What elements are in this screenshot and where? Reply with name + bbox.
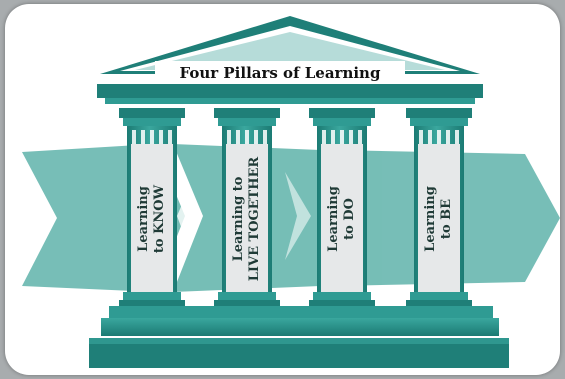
title-panel bbox=[155, 61, 405, 85]
pillar-capital bbox=[214, 108, 280, 118]
pillar-3 bbox=[309, 108, 375, 308]
pillar-1 bbox=[119, 108, 185, 308]
pillar-2 bbox=[214, 108, 280, 308]
base-step-2 bbox=[101, 318, 499, 336]
entablature bbox=[97, 84, 483, 98]
pillar-plinth bbox=[119, 300, 185, 308]
flow-arrows bbox=[22, 144, 560, 292]
pillar-capital bbox=[119, 108, 185, 118]
pillar-capital bbox=[406, 108, 472, 118]
arrow-white-notch-2 bbox=[285, 172, 311, 260]
pillar-plinth bbox=[406, 300, 472, 308]
pillar-label-panel bbox=[226, 144, 268, 294]
pillar-4 bbox=[406, 108, 472, 308]
base-step-1 bbox=[109, 306, 493, 318]
temple-diagram bbox=[22, 16, 560, 368]
pillar-label-panel bbox=[131, 144, 173, 294]
pillar-capital bbox=[309, 108, 375, 118]
arrow-white-notch-1 bbox=[177, 202, 203, 232]
pillar-plinth bbox=[214, 300, 280, 308]
pillar-label-panel bbox=[321, 144, 363, 294]
temple-base bbox=[89, 306, 509, 368]
pillars-group bbox=[119, 108, 472, 308]
temple-roof bbox=[97, 16, 483, 104]
pillar-plinth bbox=[309, 300, 375, 308]
diagram-title: Four Pillars of Learning bbox=[179, 64, 381, 82]
pillar-label-panel bbox=[418, 144, 460, 294]
